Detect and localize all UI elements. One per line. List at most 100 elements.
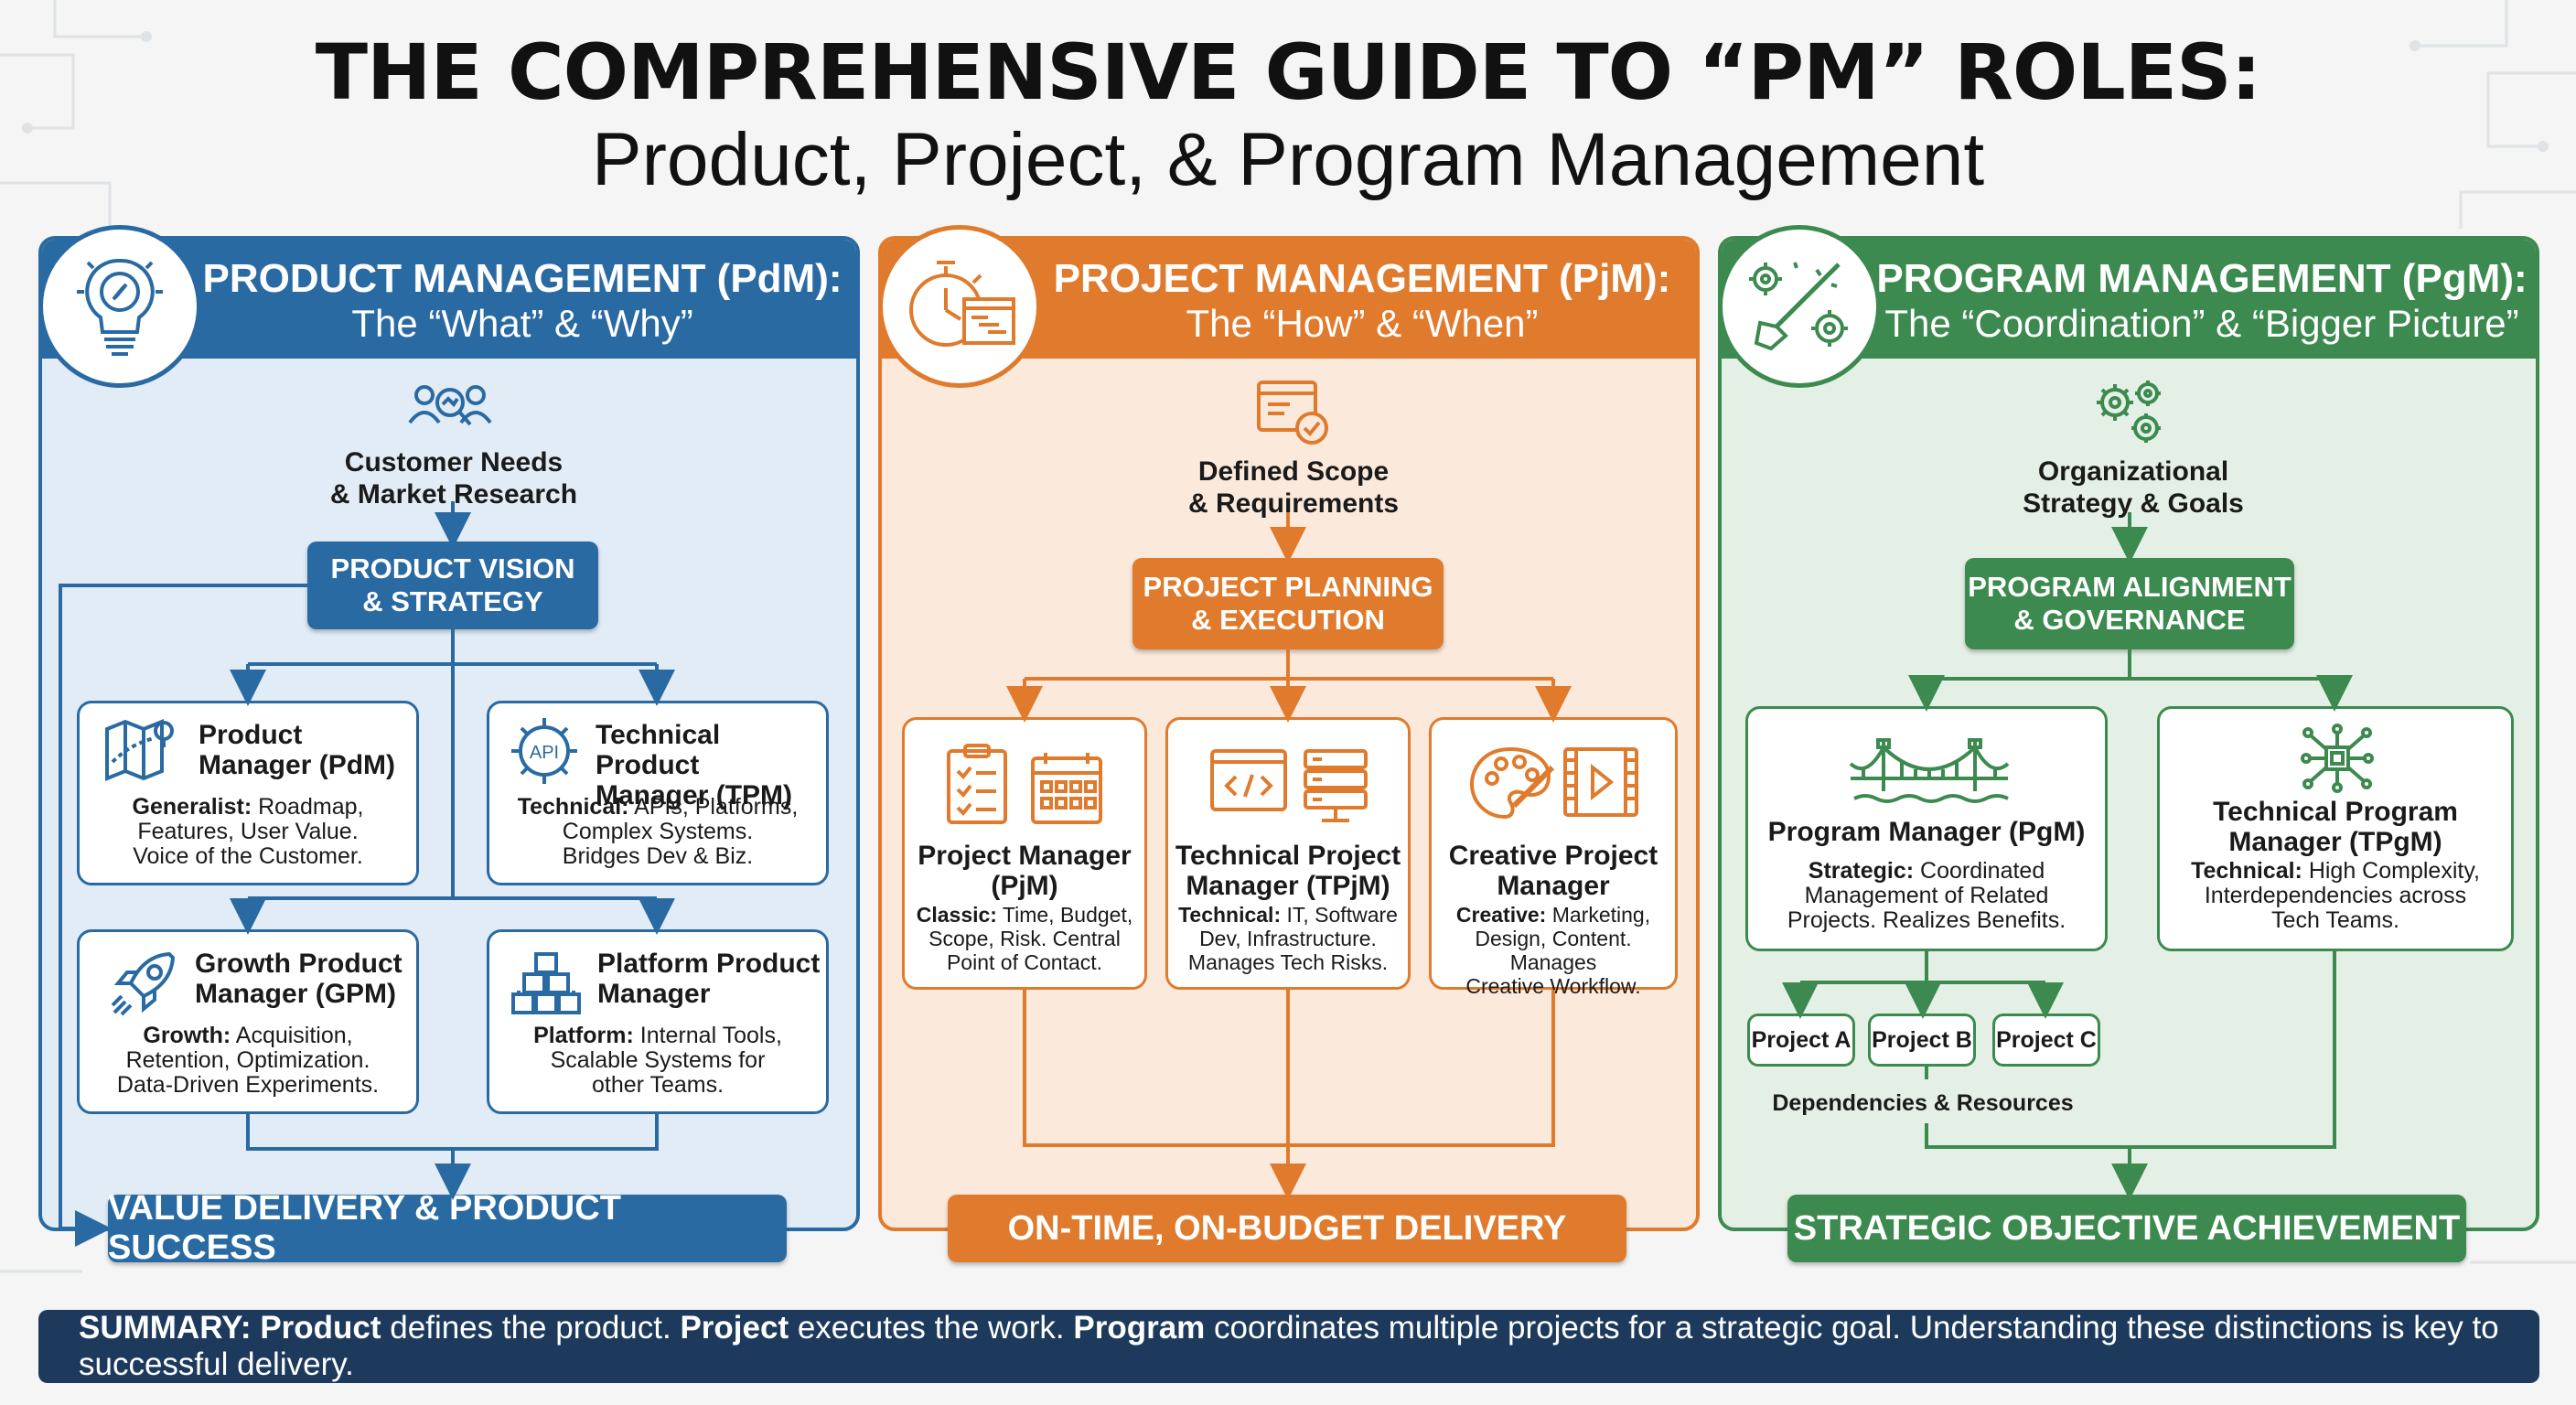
project-input-line-1: Defined Scope xyxy=(1197,456,1390,487)
desc-line-3: other Teams. xyxy=(591,1072,724,1098)
product-central-line-1: PRODUCT VISION xyxy=(330,552,575,585)
summary-product: Product xyxy=(260,1310,381,1346)
conductor-baton-gears-icon xyxy=(1718,225,1881,388)
tpm-title-line-2: Manager (TPM) xyxy=(596,780,793,810)
tpgm-title-line-2: Manager (TPgM) xyxy=(2228,827,2442,857)
project-b-box: Project B xyxy=(1868,1014,1976,1067)
summary-label: SUMMARY: xyxy=(79,1310,252,1346)
desc-line-2: Management of Related xyxy=(1804,883,2049,908)
desc-line-3: Manages Tech Risks. xyxy=(1187,950,1389,974)
desc-line-2: Scope, Risk. Central xyxy=(928,927,1121,950)
project-outcome-bar: ON-TIME, ON-BUDGET DELIVERY xyxy=(948,1195,1626,1262)
creative-project-manager-card: Creative Project Manager Creative: Marke… xyxy=(1429,717,1678,998)
desc-line-3: Data-Driven Experiments. xyxy=(116,1072,380,1098)
project-manager-card: Project Manager (PjM) Classic: Time, Bud… xyxy=(902,717,1147,990)
desc-line-1: High Complexity, xyxy=(2302,858,2480,884)
desc-line-2: Interdependencies across xyxy=(2204,883,2467,908)
summary-bar: SUMMARY: Product defines the product. Pr… xyxy=(38,1310,2539,1383)
project-a-box: Project A xyxy=(1747,1014,1855,1067)
technical-project-manager-card: Technical Project Manager (TPjM) Technic… xyxy=(1165,717,1411,990)
product-manager-title-line-1: Product xyxy=(199,720,303,750)
desc-line-1: Internal Tools, xyxy=(633,1023,782,1048)
desc-bold: Generalist: xyxy=(132,794,252,820)
technical-program-manager-title: Technical Program Manager (TPgM) xyxy=(2160,797,2511,857)
technical-product-manager-desc: Technical: APIs, Platforms, Complex Syst… xyxy=(489,795,826,869)
product-manager-card: Product Manager (PdM) Generalist: Roadma… xyxy=(77,701,419,885)
project-manager-desc: Classic: Time, Budget, Scope, Risk. Cent… xyxy=(905,903,1144,974)
main-subtitle: Product, Project, & Program Management xyxy=(591,118,1985,201)
technical-program-manager-card: Technical Program Manager (TPgM) Technic… xyxy=(2157,706,2514,951)
cpm-title-line-1: Creative Project xyxy=(1448,841,1658,871)
stopwatch-gantt-icon xyxy=(878,225,1041,388)
main-title: THE COMPREHENSIVE GUIDE TO “PM” ROLES: xyxy=(315,27,2261,117)
platform-product-manager-desc: Platform: Internal Tools, Scalable Syste… xyxy=(489,1024,826,1098)
rocket-icon xyxy=(107,947,180,1024)
technical-product-manager-title: Technical Product Manager (TPM) xyxy=(596,720,830,810)
platform-product-manager-title: Platform Product Manager xyxy=(597,949,830,1009)
technical-project-manager-title: Technical Project Manager (TPjM) xyxy=(1168,841,1408,901)
checklist-calendar-icon xyxy=(945,744,1106,831)
ppm-title-line-1: Platform Product xyxy=(597,949,821,979)
desc-line-3: Bridges Dev & Biz. xyxy=(562,843,754,869)
summary-program: Program xyxy=(1073,1310,1206,1346)
desc-line-1: APIs, Platforms, xyxy=(628,794,799,820)
project-planning-execution-box: PROJECT PLANNING & EXECUTION xyxy=(1132,558,1444,649)
program-manager-desc: Strategic: Coordinated Management of Rel… xyxy=(1748,859,2105,933)
bridge-icon xyxy=(1847,727,2012,814)
cpm-title-line-2: Manager xyxy=(1497,871,1610,901)
gears-icon xyxy=(2088,371,2175,454)
desc-line-2: Features, User Value. xyxy=(137,819,359,844)
summary-project: Project xyxy=(680,1310,789,1346)
program-alignment-governance-box: PROGRAM ALIGNMENT & GOVERNANCE xyxy=(1965,558,2294,649)
tpjm-title-line-2: Manager (TPjM) xyxy=(1186,871,1390,901)
product-header-title: PRODUCT MANAGEMENT (PdM): xyxy=(202,256,843,301)
ppm-title-line-2: Manager xyxy=(597,979,711,1009)
tpgm-title-line-1: Technical Program xyxy=(2213,797,2458,827)
program-input-line-1: Organizational xyxy=(2037,456,2229,487)
product-input-line-1: Customer Needs xyxy=(344,447,564,477)
program-manager-title: Program Manager (PgM) xyxy=(1767,817,2086,847)
technical-program-manager-desc: Technical: High Complexity, Interdepende… xyxy=(2160,859,2511,933)
desc-line-1: Time, Budget, xyxy=(996,903,1133,927)
desc-line-1: Coordinated xyxy=(1914,858,2045,884)
growth-product-manager-card: Growth Product Manager (GPM) Growth: Acq… xyxy=(77,929,419,1114)
desc-bold: Creative: xyxy=(1455,903,1547,927)
desc-line-1: Roadmap, xyxy=(252,794,364,820)
program-central-line-1: PROGRAM ALIGNMENT xyxy=(1968,571,2292,603)
summary-text-2: executes the work. xyxy=(789,1310,1074,1346)
building-blocks-icon xyxy=(508,943,585,1024)
summary-text-1: defines the product. xyxy=(381,1310,681,1346)
pjm-title-line-1: Project Manager xyxy=(918,841,1132,871)
desc-line-2: Dev, Infrastructure. xyxy=(1199,927,1377,950)
program-manager-card: Program Manager (PgM) Strategic: Coordin… xyxy=(1745,706,2108,951)
palette-film-icon xyxy=(1468,742,1642,829)
desc-bold: Strategic: xyxy=(1808,858,1915,884)
product-outcome-bar: VALUE DELIVERY & PRODUCT SUCCESS xyxy=(108,1189,787,1267)
creative-project-manager-title: Creative Project Manager xyxy=(1432,841,1675,901)
gpm-title-line-2: Manager (GPM) xyxy=(195,979,397,1009)
desc-bold: Growth: xyxy=(143,1023,231,1048)
technical-project-manager-desc: Technical: IT, Software Dev, Infrastruct… xyxy=(1168,903,1408,974)
tpm-title-line-1: Technical Product xyxy=(596,720,721,780)
program-header-subtitle: The “Coordination” & “Bigger Picture” xyxy=(1884,302,2519,345)
api-gear-icon: API xyxy=(506,713,583,794)
product-input-label: Customer Needs & Market Research xyxy=(271,446,637,510)
code-server-icon xyxy=(1208,747,1373,831)
customer-needs-icon xyxy=(404,375,496,445)
product-manager-title-line-2: Manager (PdM) xyxy=(199,750,396,780)
desc-bold: Technical: xyxy=(1178,903,1282,927)
pjm-title-line-2: (PjM) xyxy=(991,871,1058,901)
product-header-subtitle: The “What” & “Why” xyxy=(351,302,693,345)
project-header-title: PROJECT MANAGEMENT (PjM): xyxy=(1053,256,1671,301)
program-outcome-bar: STRATEGIC OBJECTIVE ACHIEVEMENT xyxy=(1787,1195,2466,1262)
desc-line-3: Voice of the Customer. xyxy=(133,843,363,869)
product-manager-title: Product Manager (PdM) xyxy=(199,720,418,780)
creative-project-manager-desc: Creative: Marketing, Design, Content. Ma… xyxy=(1432,903,1675,998)
program-input-label: Organizational Strategy & Goals xyxy=(1950,456,2316,520)
growth-product-manager-desc: Growth: Acquisition, Retention, Optimiza… xyxy=(80,1024,416,1098)
desc-bold: Classic: xyxy=(916,903,997,927)
gpm-title-line-1: Growth Product xyxy=(195,949,402,979)
api-icon-text: API xyxy=(530,743,559,763)
lightbulb-compass-icon xyxy=(38,225,201,388)
document-check-icon xyxy=(1251,375,1334,452)
